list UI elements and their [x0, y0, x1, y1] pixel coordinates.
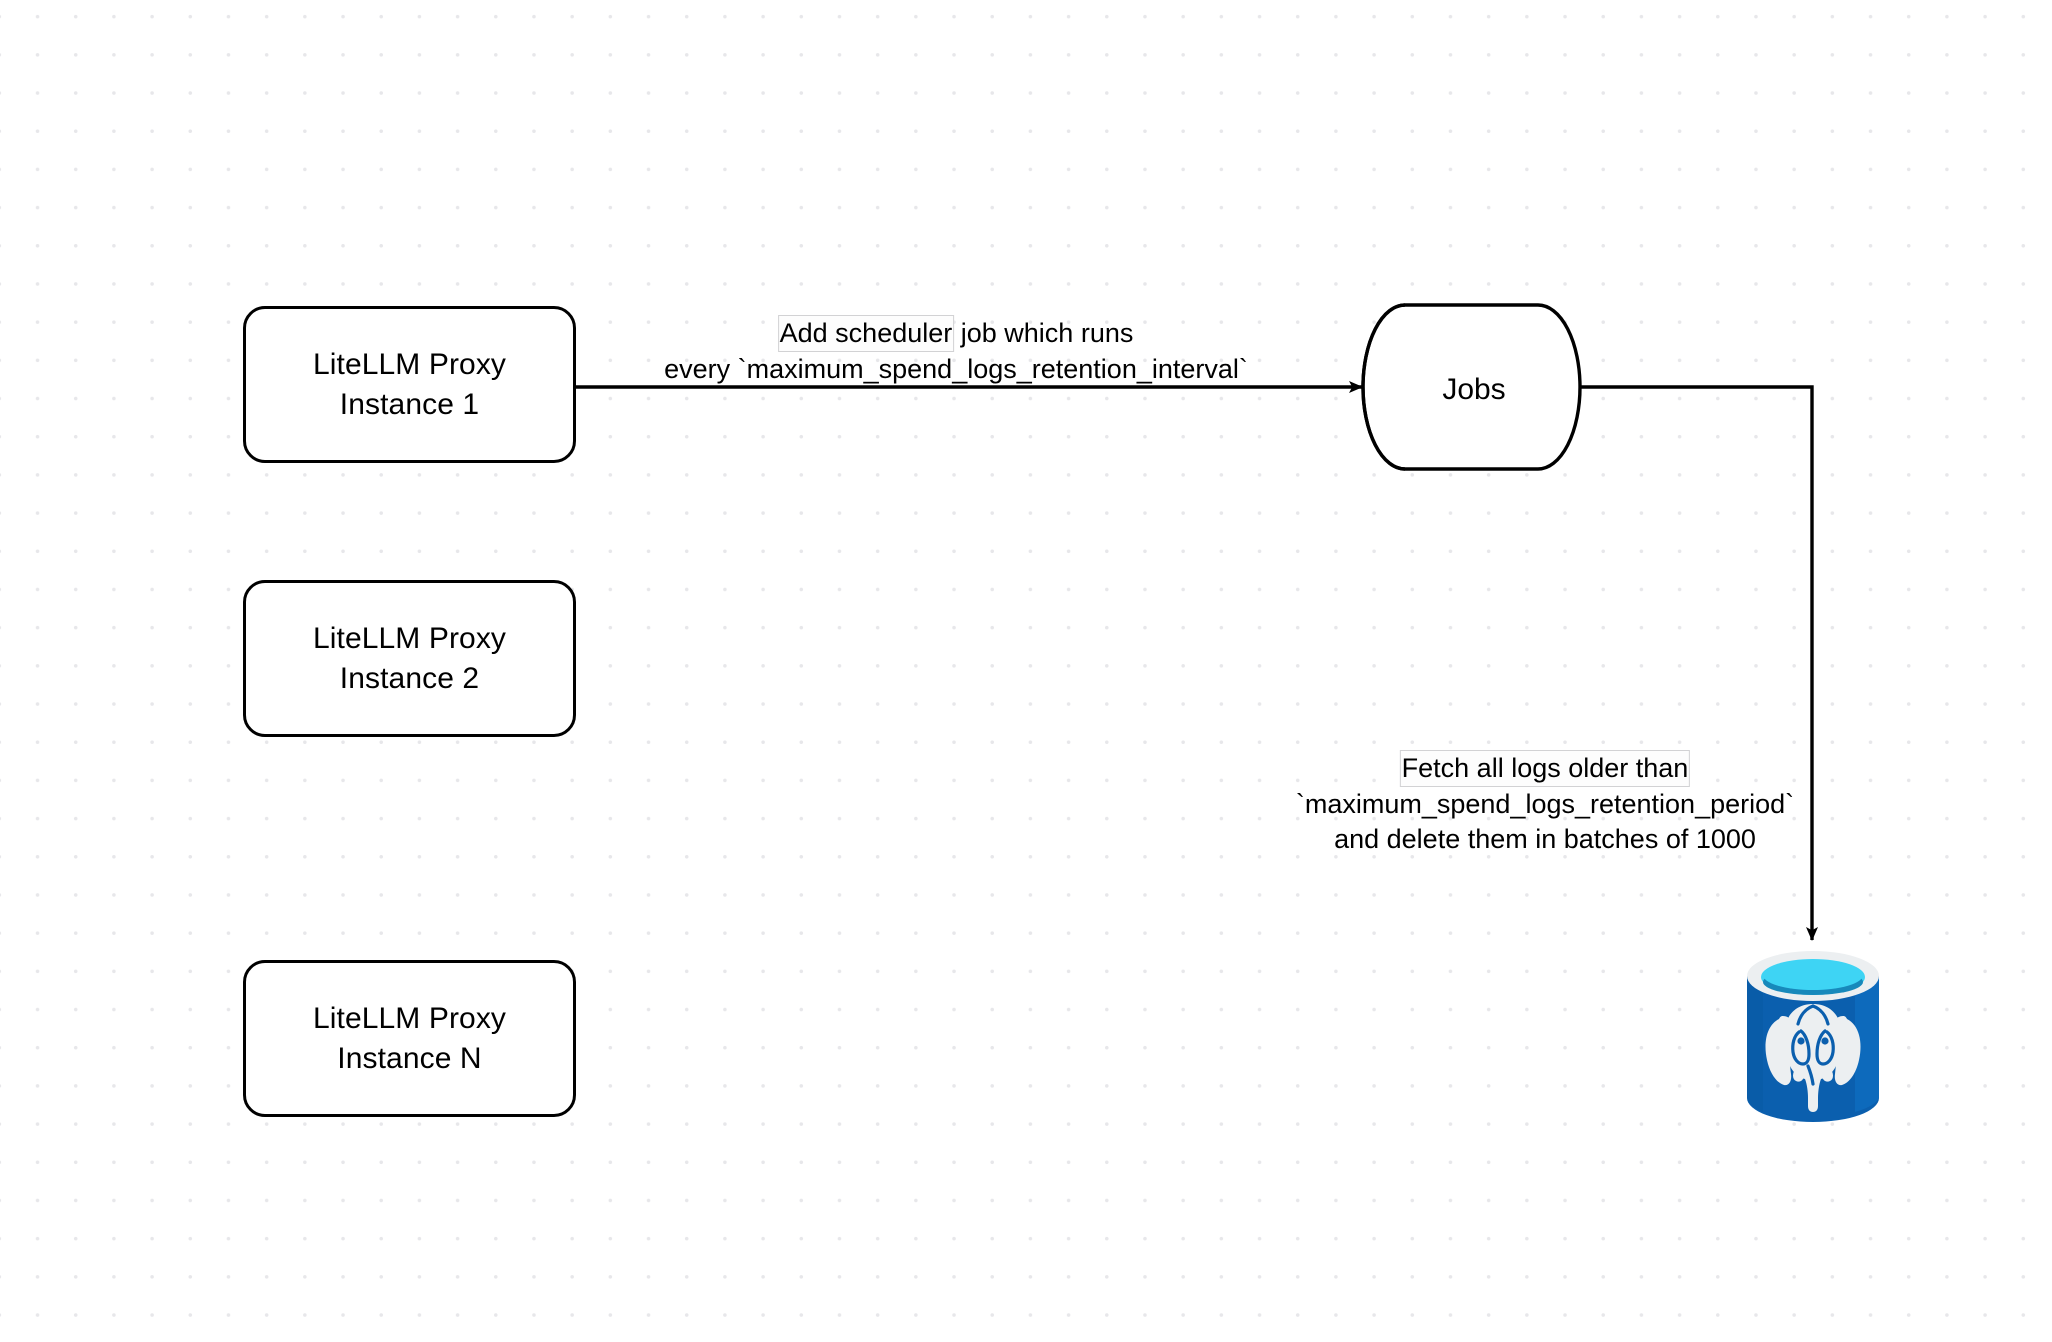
node-label-line-1: LiteLLM Proxy	[312, 1001, 507, 1035]
edge-label-highlight: Add scheduler	[777, 315, 955, 353]
postgresql-database-icon[interactable]	[1743, 946, 1883, 1130]
node-label-line-1: LiteLLM Proxy	[312, 347, 507, 381]
edge-label-highlight: Fetch all logs older than	[1399, 750, 1691, 788]
edge-label-line-2: every `maximum_spend_logs_retention_inte…	[664, 354, 1248, 385]
edge-label-instance1-to-jobs: Add scheduler job which runs every `maxi…	[664, 315, 1248, 387]
edge-label-jobs-to-database: Fetch all logs older than `maximum_spend…	[1296, 750, 1794, 857]
edge-line-jobs-to-database	[1580, 385, 1818, 941]
node-litellm-proxy-instance-1[interactable]: LiteLLM Proxy Instance 1	[243, 306, 576, 463]
jobs-cylinder-shape[interactable]	[1361, 303, 1582, 471]
edge-label-line-2: `maximum_spend_logs_retention_period`	[1295, 789, 1795, 820]
edge-label-line-1: Fetch all logs older than	[1296, 750, 1794, 788]
node-litellm-proxy-instance-2[interactable]: LiteLLM Proxy Instance 2	[243, 580, 576, 737]
node-label-line-2: Instance 1	[339, 387, 480, 421]
node-label-line-1: LiteLLM Proxy	[312, 621, 507, 655]
node-label-line-2: Instance N	[337, 1041, 482, 1075]
node-litellm-proxy-instance-n[interactable]: LiteLLM Proxy Instance N	[243, 960, 576, 1117]
node-label-line-2: Instance 2	[339, 661, 480, 695]
edge-label-line-3: and delete them in batches of 1000	[1334, 824, 1756, 855]
jobs-cylinder-label: Jobs	[1442, 373, 1506, 406]
edge-label-line-1: Add scheduler job which runs	[664, 315, 1248, 353]
edge-label-line-1-rest: job which runs	[953, 318, 1134, 348]
